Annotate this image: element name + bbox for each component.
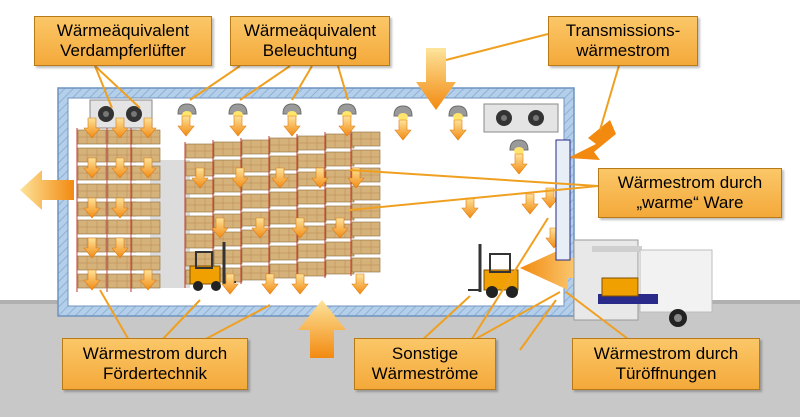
truck-icon <box>573 239 713 327</box>
label-line: Transmissions- <box>565 21 681 40</box>
label-line: „warme“ Ware <box>636 193 744 212</box>
label-line: Wärmeströme <box>371 364 479 383</box>
heat-arrow <box>20 48 616 358</box>
label-evaporator-fan: Wärmeäquivalent Verdampferlüfter <box>34 16 212 66</box>
pallet-rack <box>76 128 381 292</box>
label-conveyor: Wärmestrom durch Fördertechnik <box>62 338 248 390</box>
evaporator-fan-icon <box>483 103 559 133</box>
label-line: Türöffnungen <box>615 364 717 383</box>
label-door-openings: Wärmestrom durch Türöffnungen <box>572 338 760 390</box>
leader-lines <box>94 33 633 351</box>
label-warm-goods: Wärmestrom durch „warme“ Ware <box>598 168 782 218</box>
label-line: Verdampferlüfter <box>60 41 186 60</box>
label-line: Wärmeäquivalent <box>56 21 190 40</box>
label-other: Sonstige Wärmeströme <box>354 338 496 390</box>
label-lighting: Wärmeäquivalent Beleuchtung <box>230 16 390 66</box>
label-line: Wärmestrom durch <box>82 344 228 363</box>
label-line: Fördertechnik <box>103 364 207 383</box>
label-line: Sonstige <box>391 344 459 363</box>
forklift-icon <box>468 244 519 298</box>
label-transmission: Transmissions- wärmestrom <box>548 16 698 66</box>
label-line: Wärmestrom durch <box>617 173 763 192</box>
label-line: Wärmestrom durch <box>593 344 739 363</box>
label-line: wärmestrom <box>576 41 670 60</box>
forklift-icon <box>189 242 236 291</box>
label-line: Wärmeäquivalent <box>243 21 377 40</box>
label-line: Beleuchtung <box>262 41 358 60</box>
